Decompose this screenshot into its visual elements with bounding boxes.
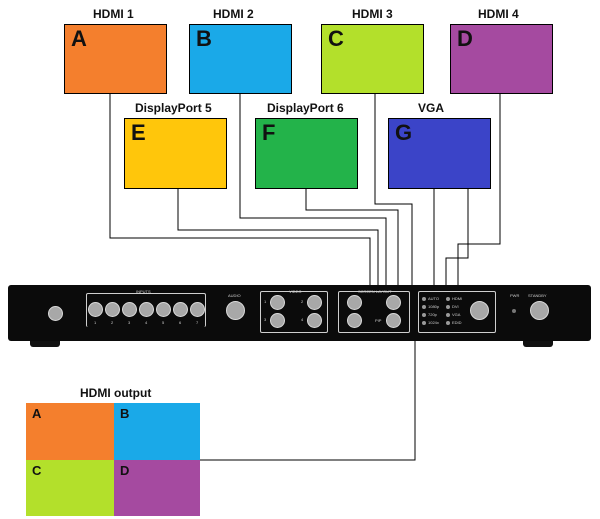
- pip-label: PIP: [375, 318, 382, 323]
- video-number-3: 3: [264, 317, 267, 322]
- input-button-3[interactable]: [122, 302, 137, 317]
- mode-label-4: 1024x: [428, 320, 439, 325]
- screen-g-letter: G: [395, 120, 413, 145]
- screen-c: C: [321, 24, 424, 94]
- screen-b-letter: B: [196, 26, 212, 51]
- video-button-2[interactable]: [307, 295, 322, 310]
- screen-f-letter: F: [262, 120, 276, 145]
- video-label: VIDEO: [289, 289, 302, 294]
- video-frame: [260, 291, 328, 333]
- mode-led-3: [422, 313, 426, 317]
- output-quadrant-c: C: [26, 460, 114, 516]
- video-button-3[interactable]: [270, 313, 285, 328]
- screen-d-letter: D: [457, 26, 473, 51]
- mode-led-8: [446, 321, 450, 325]
- mode-led-1: [422, 297, 426, 301]
- screen-f: F: [255, 118, 358, 189]
- power-led: [512, 309, 516, 313]
- output-quadrant-d: D: [114, 460, 200, 516]
- label-displayport-5: DisplayPort 5: [135, 101, 212, 115]
- output-quadrant-a: A: [26, 403, 114, 460]
- audio-button[interactable]: [226, 301, 245, 320]
- mode-label-5: HDMI: [452, 296, 463, 301]
- screen-d: D: [450, 24, 553, 94]
- input-number-6: 6: [179, 320, 182, 325]
- input-button-2[interactable]: [105, 302, 120, 317]
- screen-layout-frame: [338, 291, 410, 333]
- screen-a-letter: A: [71, 26, 87, 51]
- audio-label: AUDIO: [228, 293, 241, 298]
- screen-g: G: [388, 118, 491, 189]
- screen-layout-label: SCREEN LAYOUT: [358, 289, 392, 294]
- input-number-3: 3: [128, 320, 131, 325]
- input-number-1: 1: [94, 320, 97, 325]
- output-quadrant-b: B: [114, 403, 200, 460]
- input-button-1[interactable]: [88, 302, 103, 317]
- input-number-5: 5: [162, 320, 165, 325]
- input-number-4: 4: [145, 320, 148, 325]
- layout-button-pip[interactable]: [386, 313, 401, 328]
- layout-button-split[interactable]: [386, 295, 401, 310]
- label-hdmi-3: HDMI 3: [352, 7, 393, 21]
- video-button-4[interactable]: [307, 313, 322, 328]
- screen-b: B: [189, 24, 292, 94]
- input-button-7[interactable]: [190, 302, 205, 317]
- output-quadrant-d-letter: D: [120, 463, 130, 478]
- screen-a: A: [64, 24, 167, 94]
- device-foot-left: [30, 340, 60, 347]
- mode-label-6: DVI: [452, 304, 459, 309]
- mode-led-5: [446, 297, 450, 301]
- layout-button-single[interactable]: [347, 295, 362, 310]
- mode-led-7: [446, 313, 450, 317]
- mode-frame: [418, 291, 496, 333]
- output-quadrant-a-letter: A: [32, 406, 42, 421]
- multiviewer-device: INPUTS 1 2 3 4 5 6 7 AUDIO VIDEO 1 2 3 4…: [8, 285, 591, 341]
- output-label: HDMI output: [80, 386, 152, 400]
- mode-led-2: [422, 305, 426, 309]
- standby-label: STANDBY: [528, 293, 547, 298]
- input-button-6[interactable]: [173, 302, 188, 317]
- mode-label-8: EDID: [452, 320, 462, 325]
- screen-c-letter: C: [328, 26, 344, 51]
- video-button-1[interactable]: [270, 295, 285, 310]
- input-button-4[interactable]: [139, 302, 154, 317]
- output-quadrant-c-letter: C: [32, 463, 42, 478]
- label-displayport-6: DisplayPort 6: [267, 101, 344, 115]
- label-vga: VGA: [418, 101, 445, 115]
- mode-label-1: AUTO: [428, 296, 440, 301]
- input-number-2: 2: [111, 320, 114, 325]
- label-hdmi-1: HDMI 1: [93, 7, 134, 21]
- output-quadrant-b-letter: B: [120, 406, 130, 421]
- mode-led-4: [422, 321, 426, 325]
- input-number-7: 7: [196, 320, 199, 325]
- video-number-4: 4: [301, 317, 304, 322]
- mode-led-6: [446, 305, 450, 309]
- mode-button[interactable]: [470, 301, 489, 320]
- screen-e-letter: E: [131, 120, 146, 145]
- standby-button[interactable]: [530, 301, 549, 320]
- inputs-frame: [86, 293, 206, 327]
- screen-e: E: [124, 118, 227, 189]
- video-number-2: 2: [301, 299, 304, 304]
- mode-label-2: 1080p: [428, 304, 440, 309]
- video-number-1: 1: [264, 299, 267, 304]
- label-hdmi-4: HDMI 4: [478, 7, 519, 21]
- layout-button-quad[interactable]: [347, 313, 362, 328]
- device-foot-right: [523, 340, 553, 347]
- mode-label-3: 720p: [428, 312, 437, 317]
- mode-label-7: VGA: [452, 312, 461, 317]
- input-button-5[interactable]: [156, 302, 171, 317]
- inputs-label: INPUTS: [136, 289, 151, 294]
- ir-button[interactable]: [48, 306, 63, 321]
- label-hdmi-2: HDMI 2: [213, 7, 254, 21]
- pwr-label: PWR: [510, 293, 520, 298]
